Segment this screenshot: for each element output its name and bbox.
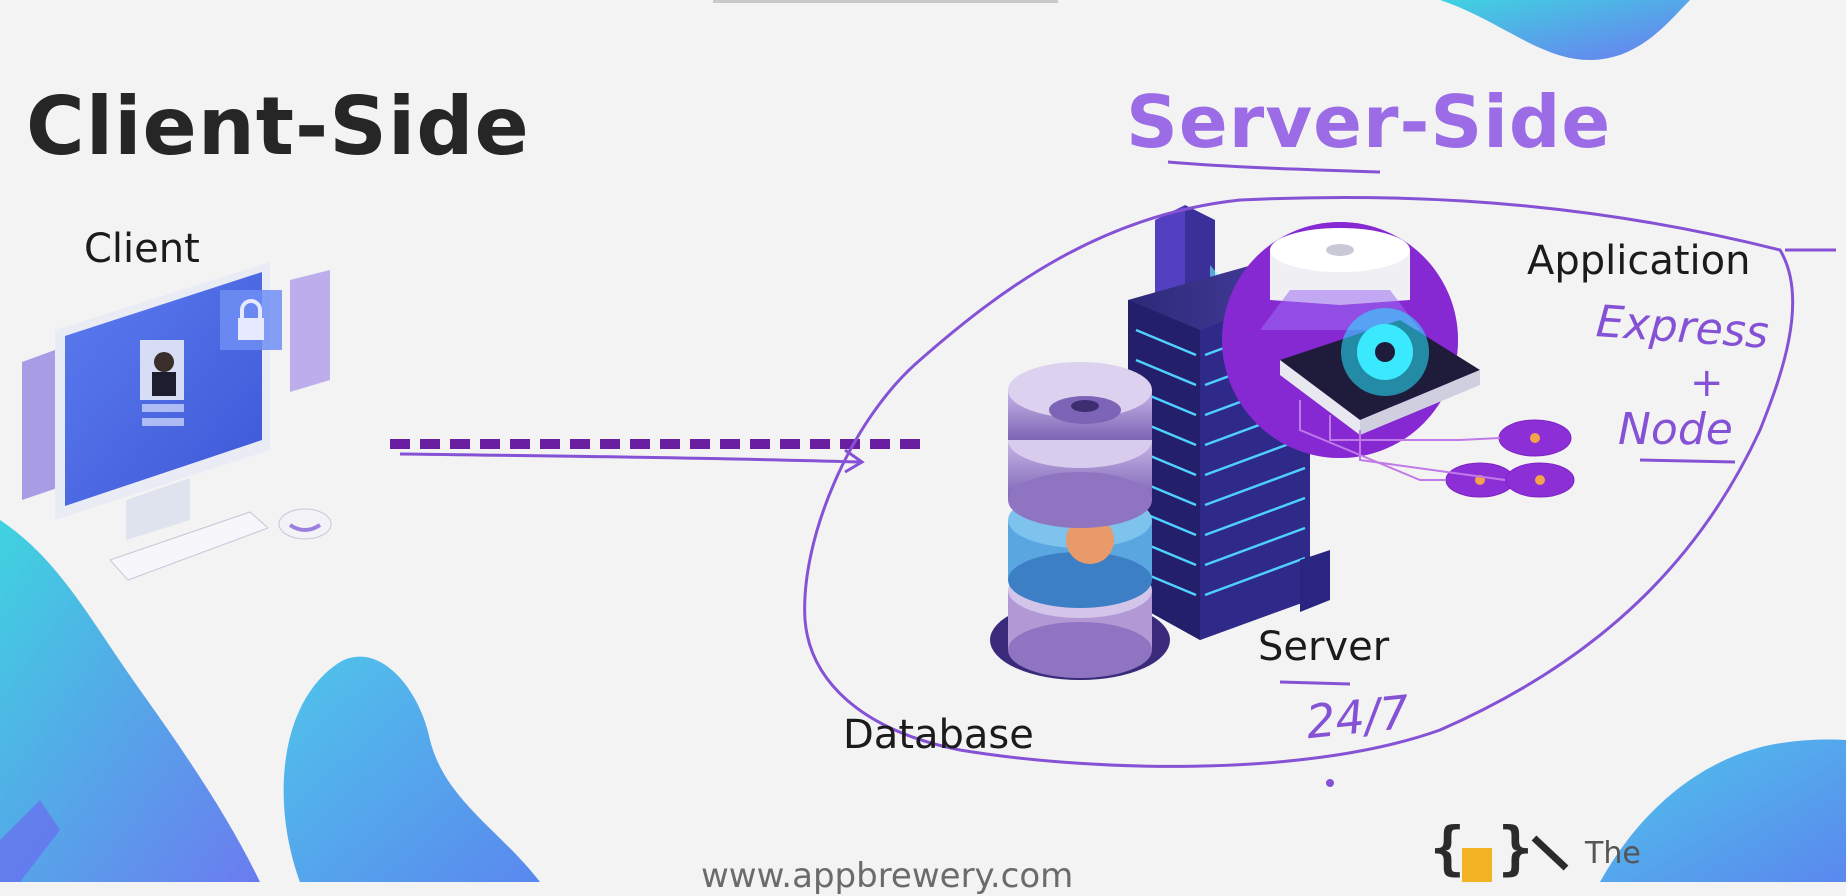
database-label: Database (843, 712, 1034, 758)
database-icon (990, 362, 1170, 680)
hand-underline (1167, 160, 1381, 174)
top-divider (713, 0, 1058, 3)
decor-blob-right (1600, 739, 1846, 882)
hand-arrow (399, 452, 861, 464)
footer-url: www.appbrewery.com (701, 856, 1074, 896)
hand-stroke-2 (1639, 458, 1736, 464)
decor-blob-left-2 (283, 656, 540, 882)
plus-annotation: + (1690, 360, 1724, 406)
brand-logo-icon: { } (1430, 814, 1569, 882)
decor-blob-left (0, 520, 260, 882)
hand-drawn-ellipse (803, 195, 1795, 768)
hand-dot (1326, 779, 1334, 787)
application-gear-icon (1222, 222, 1575, 498)
desktop-computer-icon (22, 262, 332, 581)
svg-text:{: { (1430, 814, 1465, 882)
svg-text:}: } (1498, 814, 1533, 882)
brand-text: The (1585, 836, 1641, 871)
client-side-title: Client-Side (26, 80, 530, 173)
hand-arrowhead (844, 448, 865, 474)
server-label: Server (1258, 624, 1390, 670)
application-label: Application (1527, 238, 1751, 284)
decor-shard (0, 800, 60, 882)
node-annotation: Node (1618, 404, 1733, 455)
uptime-annotation: 24/7 (1303, 684, 1412, 750)
decor-blob-top (1440, 0, 1690, 60)
hand-stroke-3 (1279, 680, 1351, 686)
client-label: Client (84, 226, 200, 272)
server-side-title: Server-Side (1126, 80, 1612, 164)
